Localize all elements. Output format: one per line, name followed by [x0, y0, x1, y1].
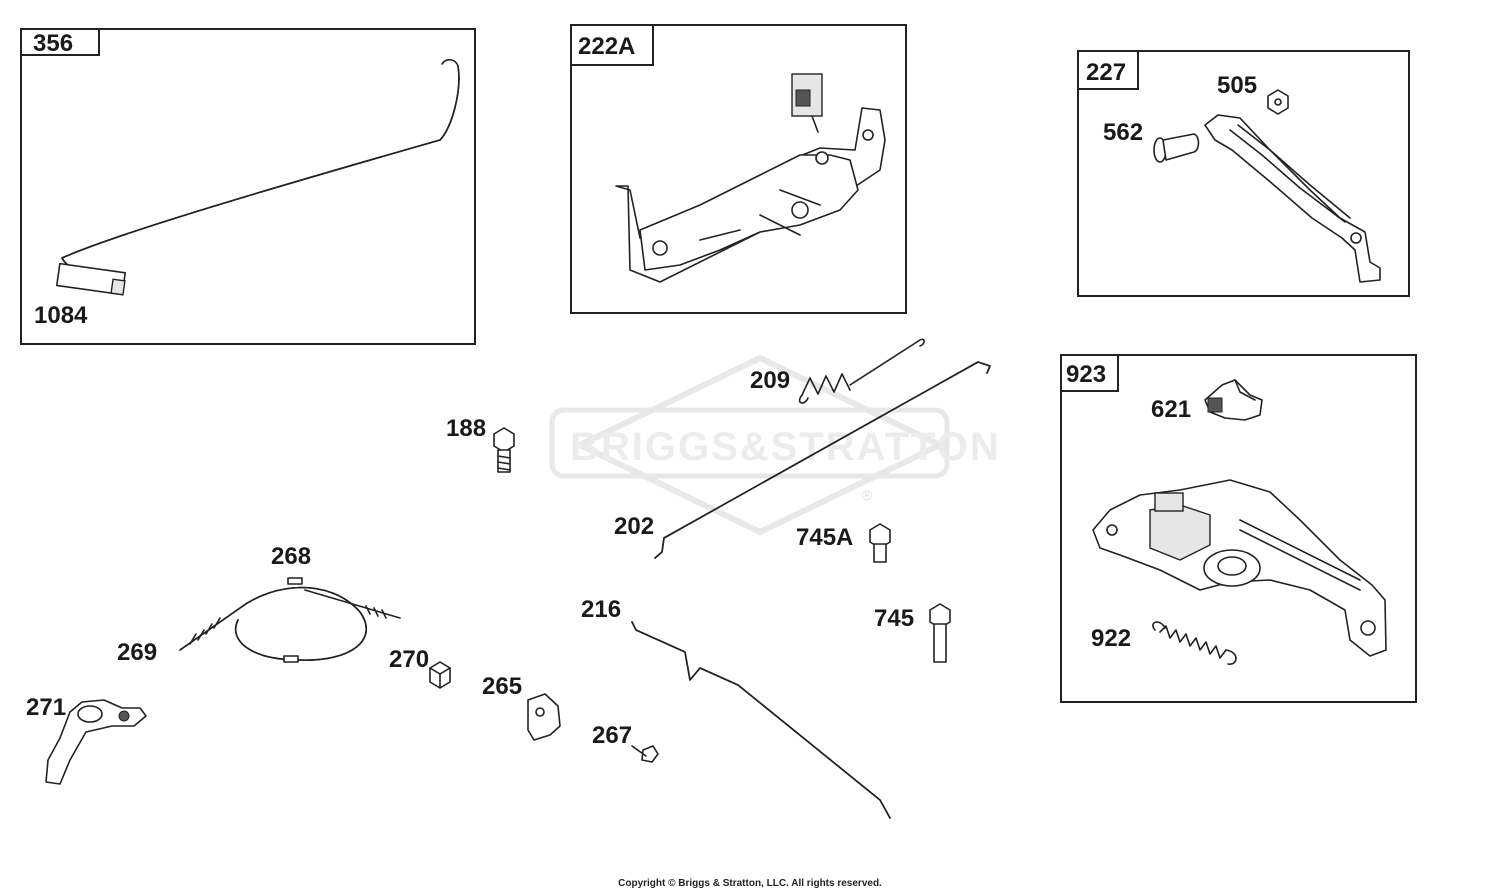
watermark-text: BRIGGS&STRATTON: [570, 425, 1001, 469]
spring-922-part[interactable]: [1152, 621, 1237, 665]
label-922: 922: [1091, 625, 1131, 652]
box-label-222a: 222A: [578, 33, 635, 60]
control-lever-227-part[interactable]: [1204, 114, 1381, 283]
nut-270-part[interactable]: [429, 661, 451, 689]
label-745a: 745A: [796, 524, 853, 551]
label-267: 267: [592, 722, 632, 749]
bolt-745a-part[interactable]: [869, 523, 891, 563]
label-745: 745: [874, 605, 914, 632]
label-265: 265: [482, 673, 522, 700]
box-label-227: 227: [1086, 59, 1126, 86]
copyright-footer: Copyright © Briggs & Stratton, LLC. All …: [618, 878, 882, 889]
box-label-356: 356: [33, 30, 73, 57]
label-188: 188: [446, 415, 486, 442]
throttle-cable-268-part[interactable]: [179, 577, 401, 663]
briggs-stratton-watermark-logo: BRIGGS&STRATTON ®: [549, 354, 1001, 536]
box-label-923: 923: [1066, 361, 1106, 388]
governor-control-plate-part[interactable]: [1092, 479, 1387, 657]
label-271: 271: [26, 694, 66, 721]
group-box-222a: 222A: [570, 24, 907, 314]
control-bracket-assembly-part[interactable]: [615, 73, 886, 283]
throttle-lever-271-part[interactable]: [45, 699, 147, 785]
label-268: 268: [271, 543, 311, 570]
governor-link-rod-202-part[interactable]: [654, 361, 991, 559]
spring-209-part[interactable]: [798, 338, 925, 404]
label-209: 209: [750, 367, 790, 394]
label-269: 269: [117, 639, 157, 666]
choke-link-rod-216-part[interactable]: [631, 621, 891, 819]
bolt-745-part[interactable]: [929, 603, 951, 663]
label-562: 562: [1103, 119, 1143, 146]
label-505: 505: [1217, 72, 1257, 99]
group-box-356: 356 1084: [20, 28, 476, 345]
label-216: 216: [581, 596, 621, 623]
label-621: 621: [1151, 396, 1191, 423]
group-box-227: 227 505 562: [1077, 50, 1410, 297]
registered-mark: ®: [862, 487, 873, 503]
wire-harness-part[interactable]: [55, 58, 460, 296]
nut-505-part[interactable]: [1267, 89, 1289, 115]
pin-562-part[interactable]: [1153, 133, 1200, 163]
label-202: 202: [614, 513, 654, 540]
group-box-923: 923 621 922: [1060, 354, 1417, 703]
screw-267-part[interactable]: [631, 745, 659, 763]
clip-621-part[interactable]: [1204, 379, 1263, 421]
label-1084: 1084: [34, 302, 88, 329]
bolt-188-part[interactable]: [493, 427, 515, 473]
cable-clamp-265-part[interactable]: [527, 693, 561, 741]
label-270: 270: [389, 646, 429, 673]
